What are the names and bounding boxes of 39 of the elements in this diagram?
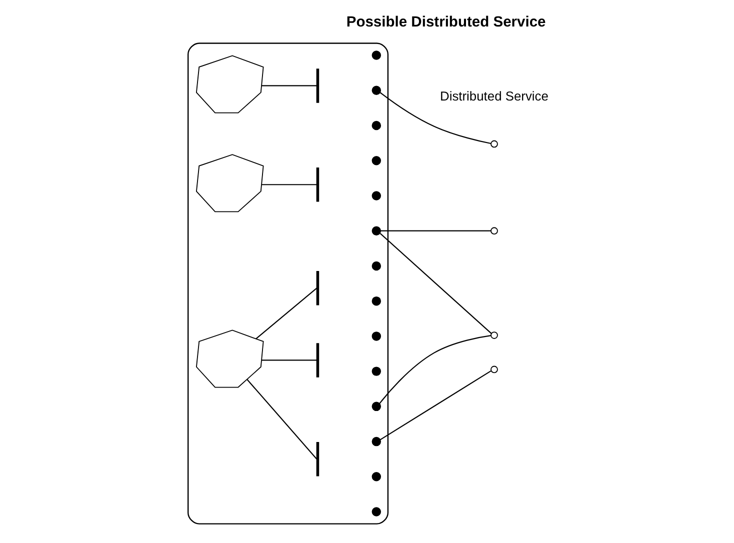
node-bar <box>316 442 319 476</box>
connector <box>261 184 316 186</box>
diagram-title: Possible Distributed Service <box>346 14 546 30</box>
connector <box>261 85 316 86</box>
node-circle <box>490 227 498 235</box>
node-dot <box>371 472 381 482</box>
node-dot <box>371 120 381 130</box>
node-polygon <box>195 55 264 114</box>
node-bar <box>316 271 319 306</box>
node-dot <box>371 332 381 341</box>
node-dot <box>371 261 381 271</box>
node-dot <box>371 296 381 306</box>
node-dot <box>371 402 381 412</box>
connector <box>246 379 317 460</box>
connector <box>378 335 490 404</box>
node-dot <box>371 86 381 95</box>
connector <box>255 288 317 340</box>
node-bar <box>316 168 319 202</box>
cluster <box>187 42 388 524</box>
node-circle <box>490 140 498 148</box>
node-dot <box>371 507 381 516</box>
node-bar <box>316 68 319 103</box>
node-dot <box>371 50 381 60</box>
node-dot <box>371 366 381 376</box>
connector <box>379 370 491 440</box>
node-dot <box>371 436 381 446</box>
connector <box>380 230 490 232</box>
node-polygon <box>195 154 264 212</box>
node-circle <box>490 332 498 339</box>
node-dot <box>371 226 381 236</box>
node-polygon <box>195 330 264 388</box>
connector <box>379 92 491 144</box>
label: Distributed Service <box>440 88 548 104</box>
node-dot <box>371 156 381 166</box>
connector <box>261 360 316 361</box>
node-bar <box>316 343 319 378</box>
node-circle <box>490 366 498 374</box>
connector <box>379 233 492 334</box>
node-dot <box>371 191 381 200</box>
